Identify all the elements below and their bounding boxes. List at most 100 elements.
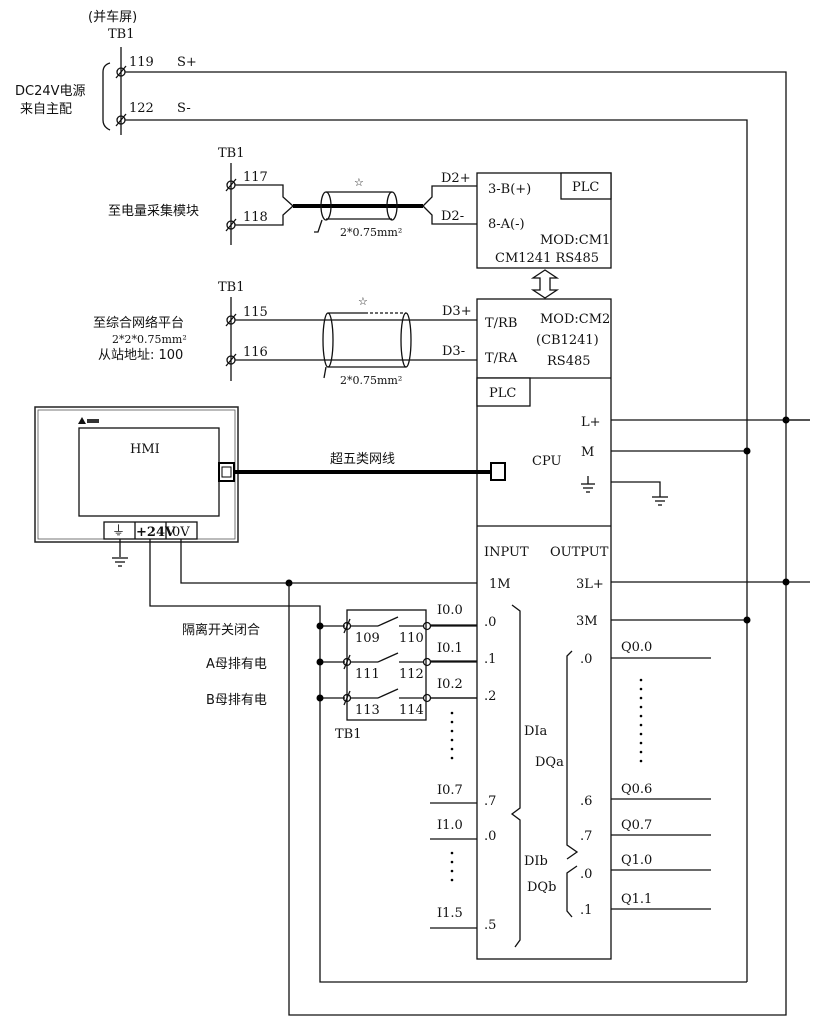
cm1-plc-tag-box (560, 172, 612, 200)
tb1-label-meter: TB1 (218, 146, 245, 161)
output-pin-0-0: .0 (580, 652, 592, 667)
signal-d2-plus: D2+ (441, 171, 471, 186)
junction-dot (782, 578, 790, 586)
wire-118 (235, 205, 294, 226)
hmi-terminal-ground: ⏚ (112, 524, 125, 539)
output-tag-q0-7: Q0.7 (621, 818, 652, 833)
terminal-115: 115 (225, 305, 268, 327)
cm1-plc-tag: PLC (572, 180, 599, 195)
cpu-plc-tag-box (476, 377, 531, 407)
network-label-3: 从站地址: 100 (98, 348, 183, 363)
cm2-model: (CB1241) (536, 333, 599, 348)
junction-dot (743, 447, 751, 455)
terminal-number: 116 (243, 345, 268, 360)
input-tag-i1-5: I1.5 (437, 906, 463, 921)
input-pin-0-0: .0 (484, 615, 496, 630)
terminal-number: 113 (355, 703, 380, 718)
terminal-119: 119 S+ (115, 55, 197, 79)
output-pin-1-1: .1 (580, 903, 592, 918)
output-tag-q0-6: Q0.6 (621, 782, 652, 797)
terminal-screw-icon (422, 621, 432, 631)
switch-label: 隔离开关闭合 (182, 622, 260, 638)
hmi-panel: HMI ⏚ +24V 0V (34, 406, 239, 543)
cm1-port-a: 8-A(-) (488, 217, 525, 232)
cm1-model: CM1241 RS485 (495, 251, 599, 266)
input-tag-i0-7: I0.7 (437, 783, 463, 798)
power-label-1: DC24V电源 (15, 84, 86, 99)
input-header: INPUT (484, 545, 529, 560)
output-tag-q1-0: Q1.0 (621, 853, 652, 868)
cm1-mod: MOD:CM1 (540, 233, 610, 248)
wire-cpu-ground (611, 481, 661, 497)
input-tag-i1-0: I1.0 (437, 818, 463, 833)
output-header: OUTPUT (550, 545, 609, 560)
wire-d2-minus (422, 205, 477, 225)
terminal-number: 111 (355, 667, 380, 682)
terminal-118: 118 (225, 210, 268, 232)
terminal-number: 122 (129, 101, 154, 116)
input-pin-1-5: .5 (484, 918, 496, 933)
bus-link-arrow-icon (530, 269, 560, 299)
terminal-number: 109 (355, 631, 380, 646)
hmi-ethernet-port-icon[interactable] (218, 462, 235, 482)
network-label-1: 至综合网络平台 (93, 315, 184, 331)
brand-logo-icon (78, 417, 86, 424)
output-group-dqb: DQb (527, 880, 556, 895)
output-pin-0-7: .7 (580, 829, 592, 844)
wire-d2-plus (422, 185, 477, 207)
shield-star-icon: ☆ (354, 176, 364, 189)
wire-s-minus-rail (125, 119, 748, 982)
terminal-number: 118 (243, 210, 268, 225)
terminal-number: 119 (129, 55, 154, 70)
output-tag-q0-0: Q0.0 (621, 640, 652, 655)
shield-star-icon: ☆ (358, 295, 368, 308)
switch-contact-icon (377, 616, 399, 627)
signal-d3-minus: D3- (442, 344, 465, 359)
output-group-dqa: DQa (535, 755, 564, 770)
output-3m: 3M (576, 614, 598, 629)
input-tag-i0-1: I0.1 (437, 641, 463, 656)
hmi-terminal-24v: +24V (136, 525, 176, 540)
meter-cable-spec: 2*0.75mm² (340, 226, 402, 239)
network-cable-spec: 2*0.75mm² (340, 374, 402, 387)
cm1-port-b: 3-B(+) (488, 182, 531, 197)
cm2-protocol: RS485 (547, 354, 591, 369)
input-common-1m: 1M (489, 577, 511, 592)
switch-label: A母排有电 (206, 657, 267, 672)
terminal-number: 117 (243, 170, 268, 185)
tb1-label-switches: TB1 (335, 727, 362, 742)
wire-0v-return (288, 583, 787, 1016)
switch-terminal-block (346, 609, 427, 721)
meter-label: 至电量采集模块 (108, 203, 199, 219)
terminal-116: 116 (225, 345, 268, 367)
input-ellipsis-a (450, 711, 454, 760)
power-label-2: 来自主配 (20, 102, 72, 117)
input-ellipsis-b (450, 851, 454, 882)
input-pin-0-2: .2 (484, 689, 496, 704)
output-ellipsis (639, 678, 643, 763)
cm2-port-ra: T/RA (485, 351, 518, 366)
output-tag-q1-1: Q1.1 (621, 892, 652, 907)
terminal-screw-icon (422, 657, 432, 667)
input-tag-i0-2: I0.2 (437, 677, 463, 692)
hmi-label: HMI (130, 442, 160, 457)
wire-hmi-0v (180, 539, 477, 584)
wire-s-plus-rail (125, 71, 787, 982)
switch-row-1: 隔离开关闭合 109 110 (182, 616, 477, 646)
signal-d3-plus: D3+ (442, 304, 472, 319)
signal-label: S- (177, 101, 191, 116)
output-pin-0-6: .6 (580, 794, 592, 809)
switch-contact-icon (377, 688, 399, 699)
output-group-brace-b (566, 865, 578, 918)
input-tag-i0-0: I0.0 (437, 603, 463, 618)
ethernet-cable-label: 超五类网线 (330, 452, 395, 467)
plc-body (476, 298, 612, 960)
power-brace (102, 62, 111, 131)
cpu-ethernet-port-icon[interactable] (490, 462, 506, 481)
wire-hmi-24v (149, 539, 747, 983)
cpu-label: CPU (532, 454, 561, 469)
terminal-screw-icon (342, 657, 352, 667)
cm2-mod: MOD:CM2 (540, 312, 610, 327)
output-pin-1-0: .0 (580, 867, 592, 882)
hmi-terminal-0v: 0V (172, 525, 190, 540)
